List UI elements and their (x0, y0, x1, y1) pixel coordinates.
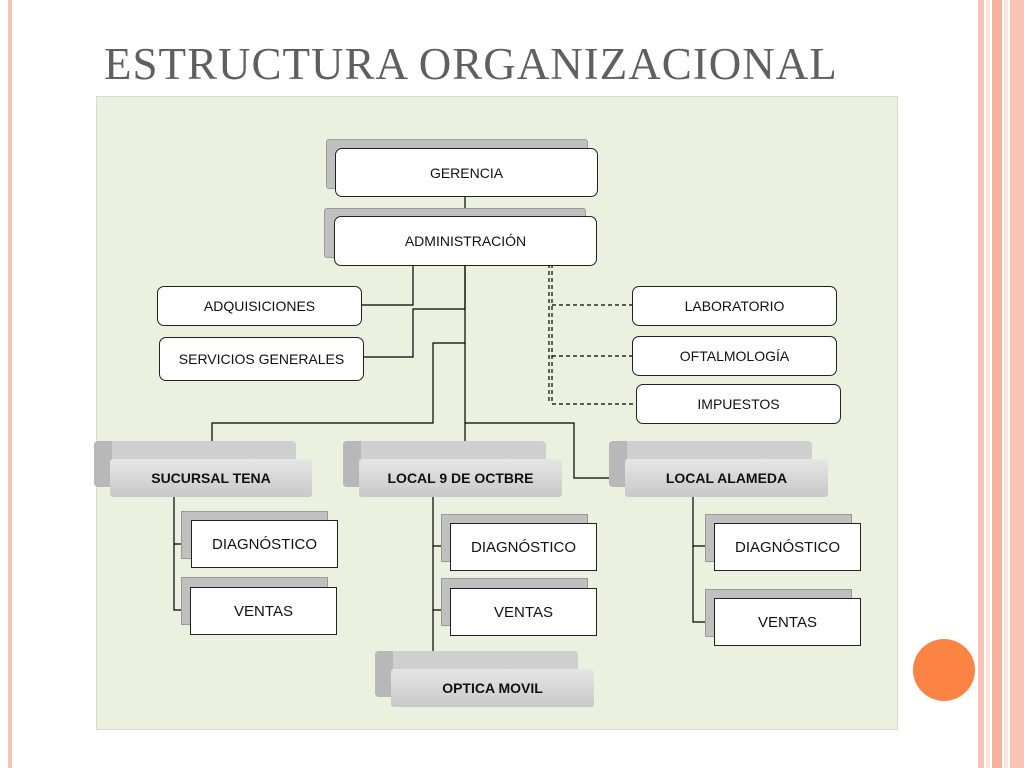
decorative-stripe (1004, 0, 1008, 768)
local-alameda-box: LOCAL ALAMEDA (609, 441, 828, 497)
alameda-ventas-box: VENTAS (714, 598, 861, 646)
decorative-stripe (8, 0, 12, 768)
alameda-diagnostico-box: DIAGNÓSTICO (714, 523, 861, 571)
administracion-box: ADMINISTRACIÓN (334, 216, 597, 266)
octubre-diagnostico-box: DIAGNÓSTICO (450, 523, 597, 571)
gerencia-box: GERENCIA (335, 148, 598, 197)
servicios-generales-box: SERVICIOS GENERALES (159, 337, 364, 381)
tena-ventas-box: VENTAS (190, 587, 337, 635)
adquisiciones-box: ADQUISICIONES (157, 286, 362, 326)
slide-title: ESTRUCTURA ORGANIZACIONAL (104, 39, 838, 89)
decorative-stripe (1010, 0, 1024, 768)
decorative-stripe (978, 0, 984, 768)
decorative-stripe (986, 0, 990, 768)
laboratorio-box: LABORATORIO (632, 286, 837, 326)
local-9-octubre-box: LOCAL 9 DE OCTBRE (343, 441, 562, 497)
octubre-ventas-box: VENTAS (450, 588, 597, 636)
decorative-circle (913, 639, 975, 701)
optica-movil-box: OPTICA MOVIL (375, 651, 594, 707)
sucursal-tena-box: SUCURSAL TENA (94, 441, 312, 497)
oftalmologia-box: OFTALMOLOGÍA (632, 336, 837, 376)
tena-diagnostico-box: DIAGNÓSTICO (191, 520, 338, 568)
local-alameda-label: LOCAL ALAMEDA (625, 459, 828, 497)
decorative-stripe (992, 0, 1002, 768)
sucursal-tena-label: SUCURSAL TENA (110, 459, 312, 497)
optica-movil-label: OPTICA MOVIL (391, 669, 594, 707)
impuestos-box: IMPUESTOS (636, 384, 841, 424)
local-9-octubre-label: LOCAL 9 DE OCTBRE (359, 459, 562, 497)
